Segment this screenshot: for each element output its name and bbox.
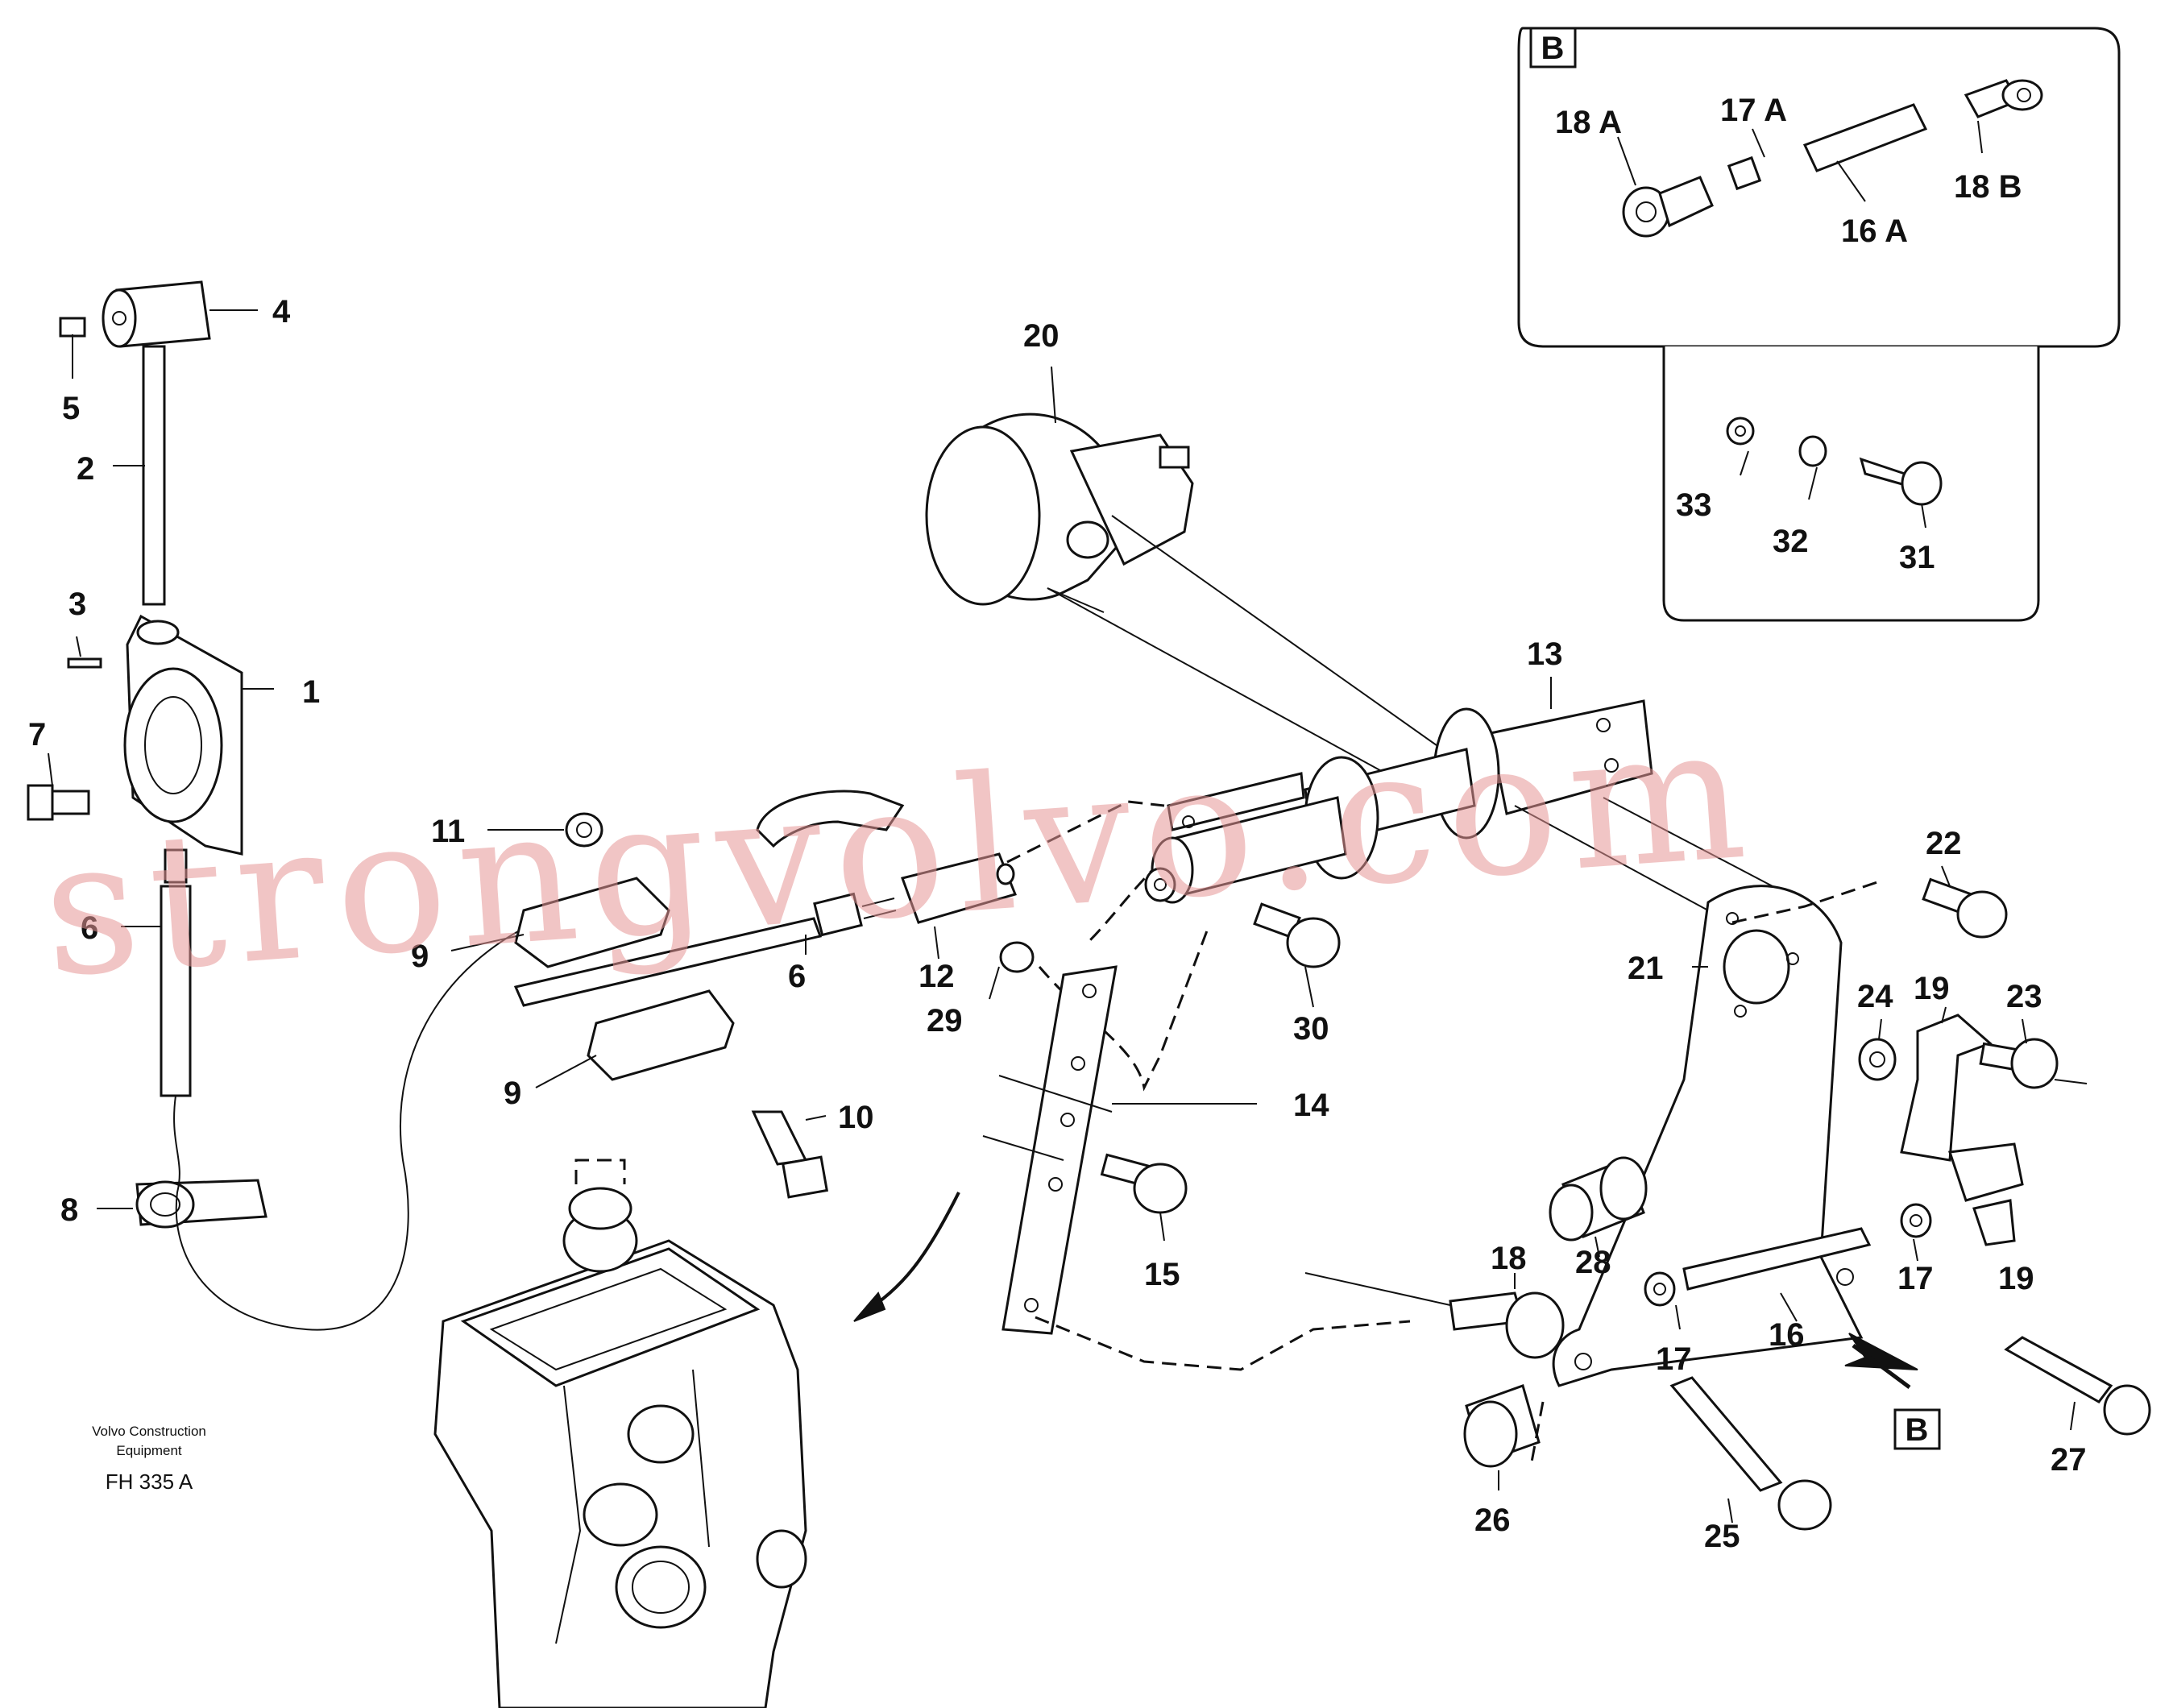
callout-14: 14 (1293, 1088, 1329, 1123)
clevis (901, 852, 1018, 924)
center-linkage (513, 790, 1341, 1199)
credit-line-2: Equipment (116, 1443, 182, 1458)
push-rod (513, 917, 822, 1007)
spring-clip (756, 790, 905, 848)
pin (67, 657, 102, 669)
callout-5: 5 (62, 391, 80, 426)
rod-end-assembly (1622, 79, 2043, 238)
bracket-bolt (751, 1110, 808, 1166)
callout-23: 23 (2006, 979, 2042, 1014)
callout-33: 33 (1676, 487, 1712, 523)
leader-lines (48, 309, 2088, 1524)
callout-18b: 18 B (1954, 169, 2022, 205)
callout-17-left: 17 (1656, 1341, 1692, 1377)
callout-22: 22 (1926, 826, 1962, 861)
inset-tag-box (1529, 27, 1577, 68)
callout-6: 6 (81, 910, 98, 946)
callouts: 1 2 3 4 5 6 7 8 9 9 10 11 12 6 13 14 15 … (28, 93, 2087, 1554)
callout-19-lower: 19 (1998, 1261, 2034, 1296)
set-screw (59, 317, 86, 338)
callout-21: 21 (1628, 951, 1664, 986)
lever-rod (142, 345, 166, 606)
callout-31: 31 (1899, 540, 1935, 575)
callout-32: 32 (1773, 524, 1809, 559)
lower-bracket (587, 989, 735, 1081)
callout-7: 7 (28, 717, 46, 752)
callout-19-upper: 19 (1914, 971, 1950, 1006)
callout-13: 13 (1527, 636, 1563, 672)
callout-29: 29 (927, 1003, 963, 1038)
callout-28: 28 (1575, 1245, 1611, 1280)
actuator (1144, 699, 1773, 911)
mounting-plate: B (1449, 877, 2151, 1531)
callout-12: 12 (919, 959, 955, 994)
callout-30: 30 (1293, 1011, 1329, 1047)
callout-20: 20 (1023, 318, 1060, 354)
inset-panel-b: B (1517, 27, 2121, 622)
callout-4: 4 (272, 294, 291, 330)
credit-code: FH 335 A (106, 1470, 193, 1494)
control-cable (160, 885, 192, 1097)
callout-2: 2 (77, 451, 94, 487)
callout-16a: 16 A (1841, 214, 1908, 249)
callout-6-rod: 6 (788, 959, 806, 994)
callout-10: 10 (838, 1100, 874, 1135)
watermark: strongvolvo.com (36, 685, 1763, 1019)
callout-18a: 18 A (1555, 105, 1622, 140)
callout-1: 1 (302, 674, 320, 710)
strap (982, 965, 1451, 1371)
callout-11: 11 (431, 814, 465, 849)
callout-26: 26 (1474, 1503, 1511, 1538)
injection-pump (433, 1159, 960, 1708)
callout-24: 24 (1857, 979, 1893, 1014)
view-marker-box (1893, 1408, 1941, 1450)
callout-17-right: 17 (1897, 1261, 1934, 1296)
callout-15: 15 (1144, 1257, 1180, 1292)
view-marker: B (1906, 1412, 1929, 1448)
callout-27: 27 (2051, 1442, 2087, 1478)
inset-tag: B (1541, 31, 1565, 66)
callout-3: 3 (68, 587, 86, 622)
callout-9-lower: 9 (504, 1076, 521, 1111)
callout-25: 25 (1704, 1519, 1740, 1554)
credit-line-1: Volvo Construction (92, 1424, 206, 1439)
callout-16: 16 (1769, 1317, 1805, 1353)
lever-assembly (27, 280, 565, 1331)
upper-bracket (514, 877, 670, 968)
solenoid (925, 412, 1443, 774)
callout-17a: 17 A (1720, 93, 1787, 128)
credit: Volvo Construction Equipment FH 335 A (92, 1424, 206, 1494)
callout-18: 18 (1491, 1241, 1527, 1276)
callout-9-upper: 9 (411, 939, 429, 974)
nut (565, 812, 603, 848)
callout-8: 8 (60, 1192, 78, 1228)
bolt-assembly (1726, 417, 1943, 506)
lock-nut (999, 941, 1035, 973)
